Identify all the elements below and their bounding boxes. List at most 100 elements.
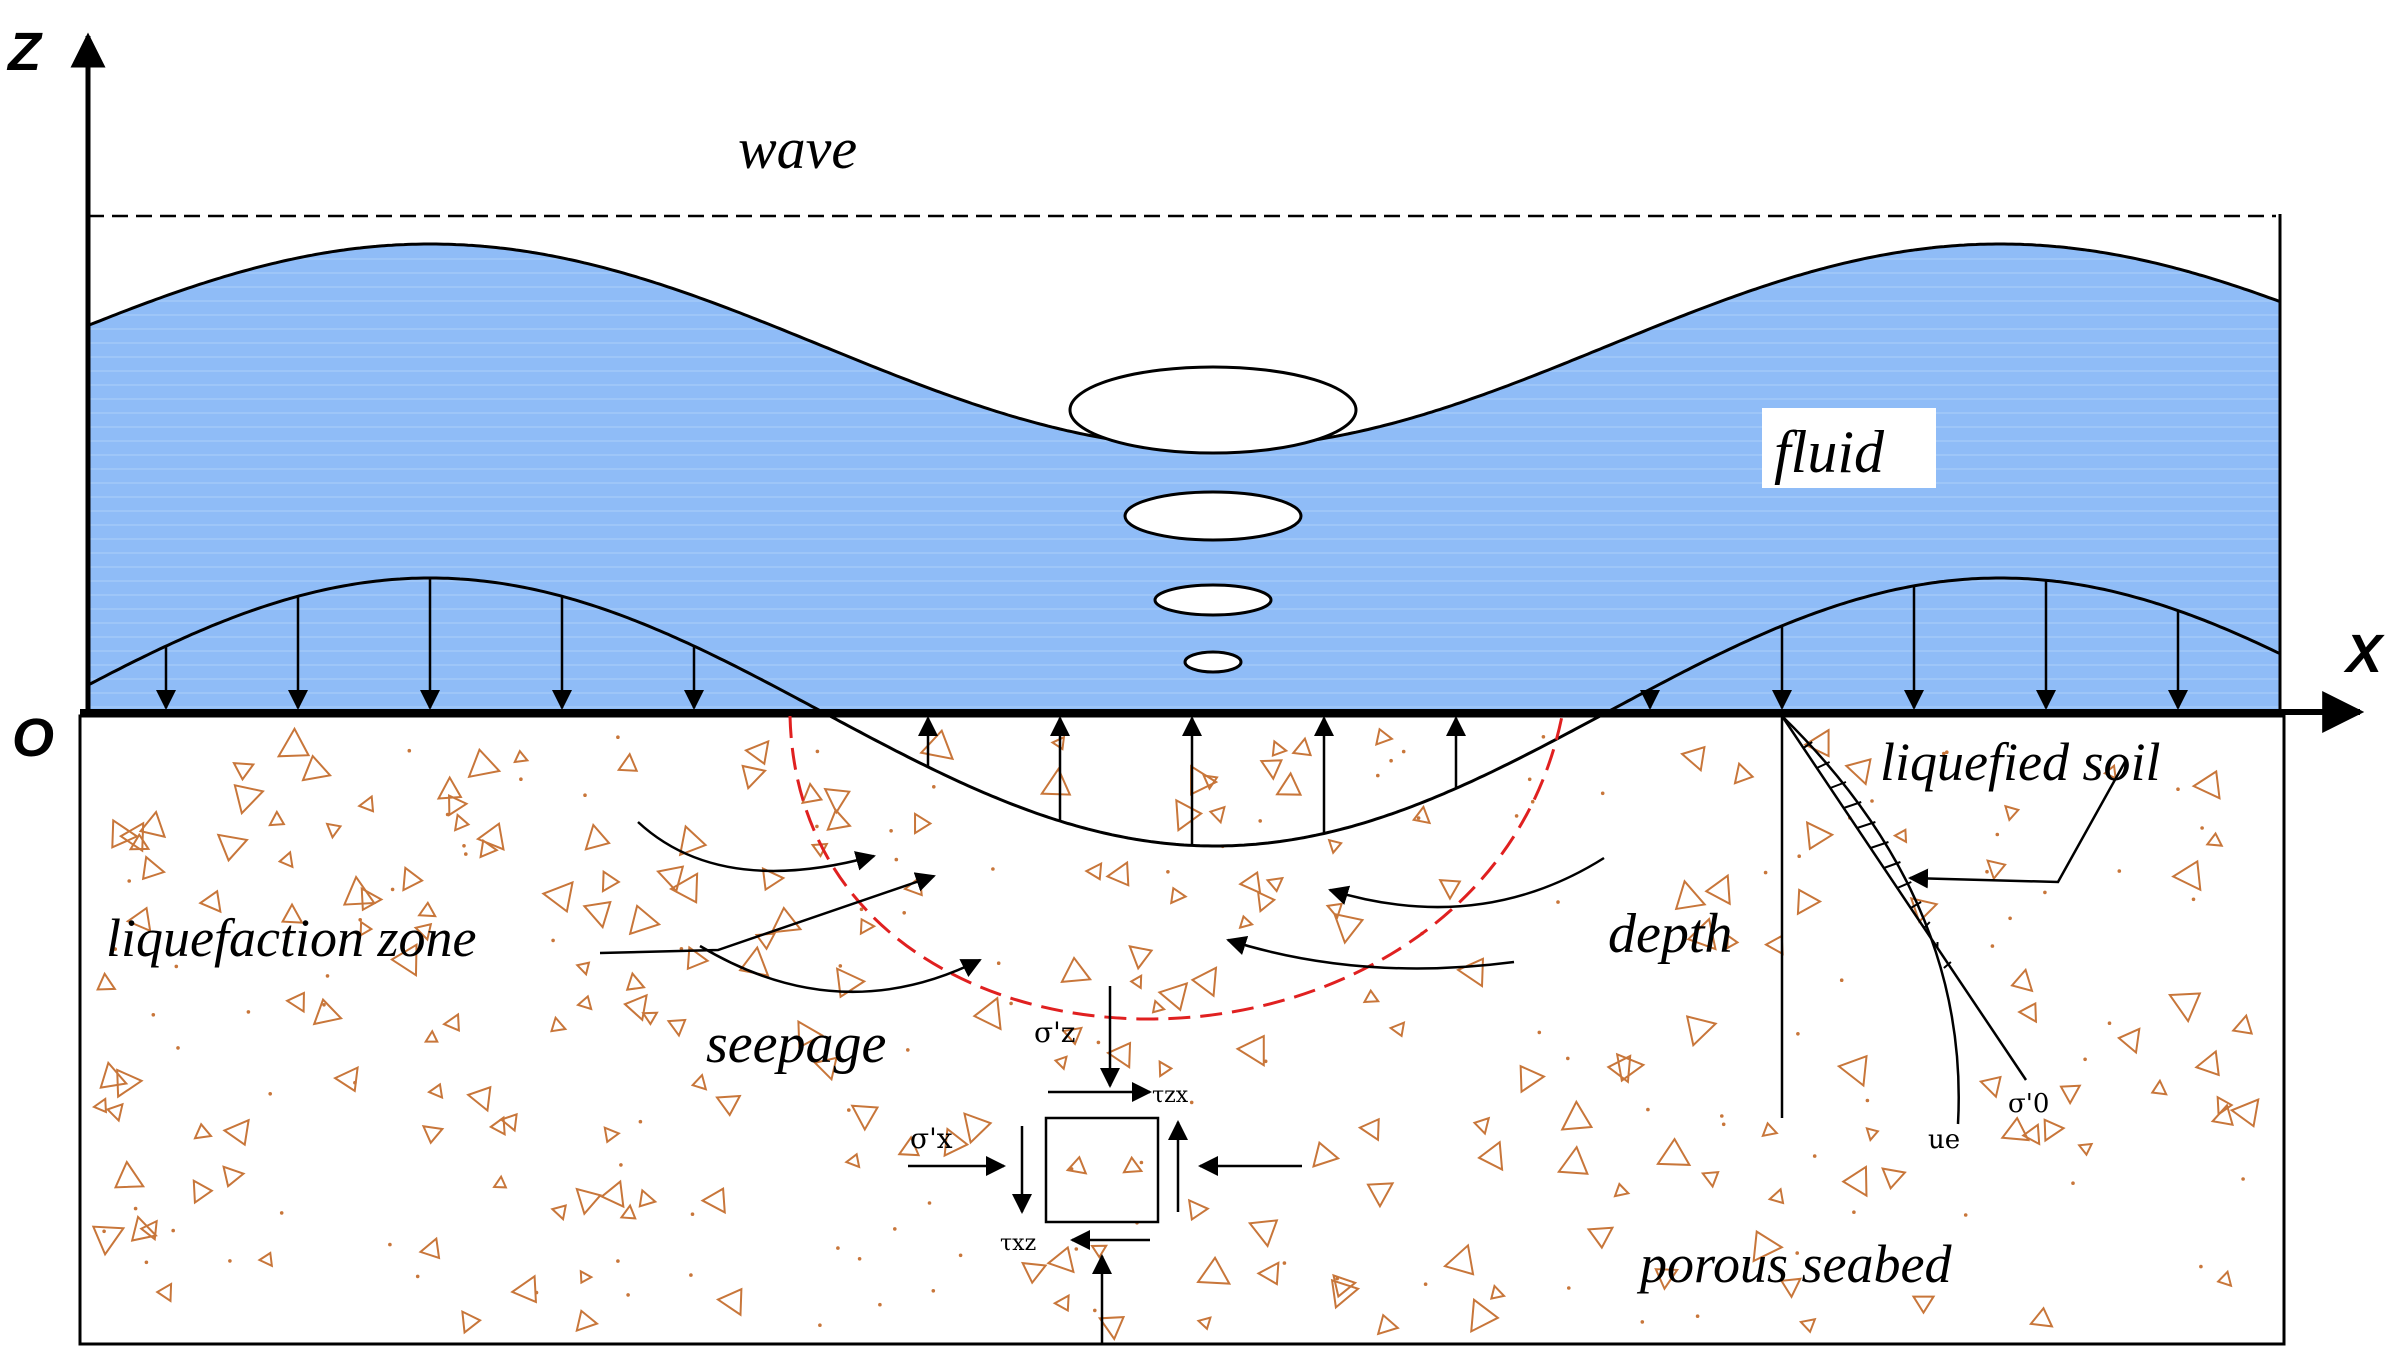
sand-grain-icon xyxy=(619,1203,637,1220)
seepage-label: seepage xyxy=(706,1013,886,1075)
sand-grain-icon xyxy=(91,1225,126,1257)
sand-dot xyxy=(815,824,819,829)
sand-dot xyxy=(1423,1282,1428,1286)
ue-curve xyxy=(1781,715,1960,1125)
sand-grain-icon xyxy=(603,1126,621,1144)
sand-grain-icon xyxy=(2191,769,2221,800)
sand-grain-icon xyxy=(2059,1084,2082,1106)
sand-grain-icon xyxy=(357,794,375,813)
sigma-z-label: σ'z xyxy=(1034,1016,1076,1049)
seepage-line-4 xyxy=(1226,935,1515,970)
sand-grain-icon xyxy=(1656,1137,1692,1166)
sand-grain-icon xyxy=(579,1269,594,1285)
sand-dot xyxy=(390,887,395,892)
sand-grain-icon xyxy=(2194,1049,2220,1077)
sand-grain-icon xyxy=(678,824,708,857)
sigma0-line xyxy=(1780,715,2028,1081)
sand-grain-icon xyxy=(1312,1140,1341,1168)
sand-grain-icon xyxy=(1235,1034,1265,1068)
sand-grain-icon xyxy=(466,1085,492,1113)
sand-grain-icon xyxy=(442,1012,460,1033)
sand-grain-icon xyxy=(2000,1116,2031,1142)
z-axis-label: Z xyxy=(6,22,43,82)
sand-dot xyxy=(113,947,117,951)
sand-dot xyxy=(1865,1098,1870,1103)
sand-grain-icon xyxy=(550,1204,567,1222)
sand-grain-icon xyxy=(130,1214,158,1242)
sand-dot xyxy=(1990,944,1995,948)
sand-grain-icon xyxy=(325,822,343,840)
seepage-line-3 xyxy=(1328,856,1605,909)
x-axis-label: X xyxy=(2343,624,2385,684)
sand-grain-icon xyxy=(1654,1268,1680,1291)
orbit-1 xyxy=(1068,365,1358,455)
sand-grain-icon xyxy=(467,747,502,779)
sand-grain-icon xyxy=(1208,805,1226,825)
sand-grain-icon xyxy=(453,813,471,832)
sand-dot xyxy=(1530,799,1535,804)
sand-grain-icon xyxy=(222,1165,246,1188)
sand-dot xyxy=(2083,1057,2087,1062)
sand-dot xyxy=(1812,1154,1817,1158)
sand-grain-icon xyxy=(155,1282,173,1303)
seepage-line-2 xyxy=(699,944,982,994)
sand-grain-icon xyxy=(1752,1229,1784,1263)
sand-grain-icon xyxy=(1519,1064,1546,1094)
sand-dot xyxy=(176,1046,180,1050)
sand-grain-icon xyxy=(1606,1054,1632,1084)
sand-dot xyxy=(388,1242,392,1247)
sand-grain-icon xyxy=(1865,1126,1880,1142)
sand-grain-icon xyxy=(2168,992,2202,1024)
sand-grain-icon xyxy=(625,971,646,991)
sand-grain-icon xyxy=(2231,1013,2254,1035)
sand-grain-icon xyxy=(499,1112,518,1133)
sand-grain-icon xyxy=(389,942,418,978)
sand-grain-icon xyxy=(2043,1118,2066,1143)
sand-dot xyxy=(859,907,864,912)
sand-grain-icon xyxy=(584,822,611,851)
sand-grain-icon xyxy=(1050,735,1066,751)
sand-grain-icon xyxy=(1892,828,1908,844)
sand-grain-icon xyxy=(96,971,117,991)
sigma-x-label: σ'x xyxy=(910,1122,953,1155)
sand-grain-icon xyxy=(91,1097,108,1114)
sand-grain-icon xyxy=(599,1179,625,1209)
sand-dot xyxy=(1720,1114,1724,1118)
sand-dot xyxy=(1282,1261,1287,1265)
sand-grain-icon xyxy=(280,902,304,924)
sand-dot xyxy=(462,844,466,848)
sand-grain-icon xyxy=(919,728,955,761)
sand-grain-icon xyxy=(690,1073,708,1091)
sand-dot xyxy=(838,964,843,968)
sand-dot xyxy=(1640,1320,1645,1324)
hatch-line xyxy=(1923,921,1931,929)
liquefaction-zone-pointer xyxy=(599,872,936,955)
sand-grain-icon xyxy=(402,866,424,892)
sand-grain-icon xyxy=(1376,1313,1400,1336)
sand-grain-icon xyxy=(897,1135,921,1157)
sand-dot xyxy=(1009,1001,1013,1006)
sand-grain-icon xyxy=(1685,1015,1718,1048)
sand-grain-icon xyxy=(113,1159,146,1189)
sand-grain-icon xyxy=(1020,1261,1048,1285)
sand-grain-icon xyxy=(139,1219,158,1242)
sand-grain-icon xyxy=(1157,981,1189,1012)
pressure-distribution-curve xyxy=(87,576,2281,848)
liquefied-soil-pointer xyxy=(1908,759,2128,889)
sand-grains xyxy=(91,726,2260,1341)
sand-grain-icon xyxy=(359,920,374,937)
sand-grain-icon xyxy=(541,880,574,914)
sand-grain-icon xyxy=(141,855,167,881)
sand-grain-icon xyxy=(417,900,437,918)
sand-grain-icon xyxy=(1271,739,1289,758)
sand-grain-icon xyxy=(1265,876,1285,893)
sand-grain-icon xyxy=(1097,1315,1126,1341)
liquefied-soil-label: liquefied soil xyxy=(1880,732,2160,792)
sand-grain-icon xyxy=(1761,1121,1779,1138)
sand-dot xyxy=(616,1259,620,1263)
sand-dot xyxy=(1797,854,1801,858)
sand-grain-icon xyxy=(1560,1099,1594,1131)
hatch-line xyxy=(1910,901,1922,909)
sand-grain-icon xyxy=(1291,736,1313,757)
sand-grain-icon xyxy=(475,821,505,851)
